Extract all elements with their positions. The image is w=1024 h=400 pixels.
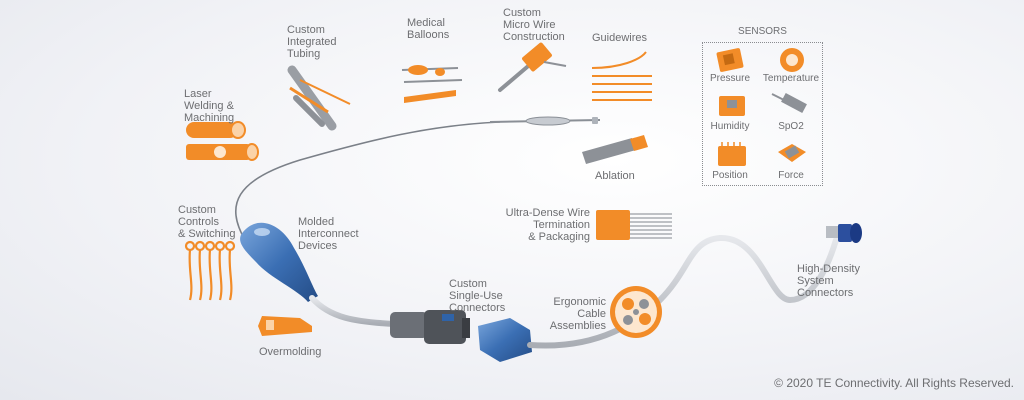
tubing-icons [287, 65, 351, 131]
label-overmolding: Overmolding [259, 346, 322, 358]
label-ergonomic-cable: Ergonomic Cable Assemblies [549, 296, 606, 332]
blue-rect-connector [478, 318, 532, 362]
balloon-icons [401, 65, 463, 103]
guidewire-icons [591, 51, 652, 101]
ergonomic-cable-icon [610, 286, 662, 338]
copyright-text: © 2020 TE Connectivity. All Rights Reser… [774, 376, 1014, 390]
single-use-connector [390, 310, 470, 344]
label-integrated-tubing: Custom Integrated Tubing [287, 24, 337, 60]
sensors-title: SENSORS [738, 26, 787, 37]
label-custom-controls: Custom Controls & Switching [178, 204, 236, 240]
system-connector [826, 223, 862, 243]
label-guidewires: Guidewires [592, 32, 648, 44]
label-medical-balloons: Medical Balloons [407, 17, 450, 41]
label-ultra-dense-wire: Ultra-Dense Wire Termination & Packaging [505, 207, 590, 243]
label-sensor-humidity: Humidity [710, 121, 750, 132]
ablation-icon [582, 135, 648, 164]
sensor-pressure-icon [716, 48, 744, 72]
sensor-temperature-icon [780, 48, 804, 72]
laser-tube-icons [186, 121, 259, 161]
micro-wire-icons [498, 42, 567, 92]
blue-handle [240, 222, 318, 302]
ultra-dense-wire-icon [596, 210, 672, 240]
sensor-spo2-icon [771, 92, 807, 114]
label-sensor-temperature: Temperature [762, 73, 820, 84]
label-high-density-connectors: High-Density System Connectors [797, 263, 860, 299]
sensor-position-icon [718, 142, 746, 166]
sensors-panel [702, 42, 823, 186]
sensor-force-icon [778, 144, 806, 162]
controls-switching-icon [184, 240, 236, 301]
overmolding-icon [258, 316, 312, 336]
handle-cable [309, 295, 398, 327]
label-micro-wire: Custom Micro Wire Construction [503, 7, 565, 43]
sensor-humidity-icon [719, 96, 745, 116]
label-laser-welding: Laser Welding & Machining [184, 88, 235, 124]
label-molded-interconnect: Molded Interconnect Devices [298, 216, 359, 252]
label-sensor-position: Position [712, 170, 748, 181]
label-single-use-connectors: Custom Single-Use Connectors [449, 278, 506, 314]
catheter-tip [489, 116, 601, 126]
label-sensor-force: Force [778, 170, 804, 181]
label-sensor-spo2: SpO2 [778, 121, 804, 132]
catheter-wire [235, 121, 501, 241]
label-sensor-pressure: Pressure [709, 73, 750, 84]
label-ablation: Ablation [595, 170, 635, 182]
